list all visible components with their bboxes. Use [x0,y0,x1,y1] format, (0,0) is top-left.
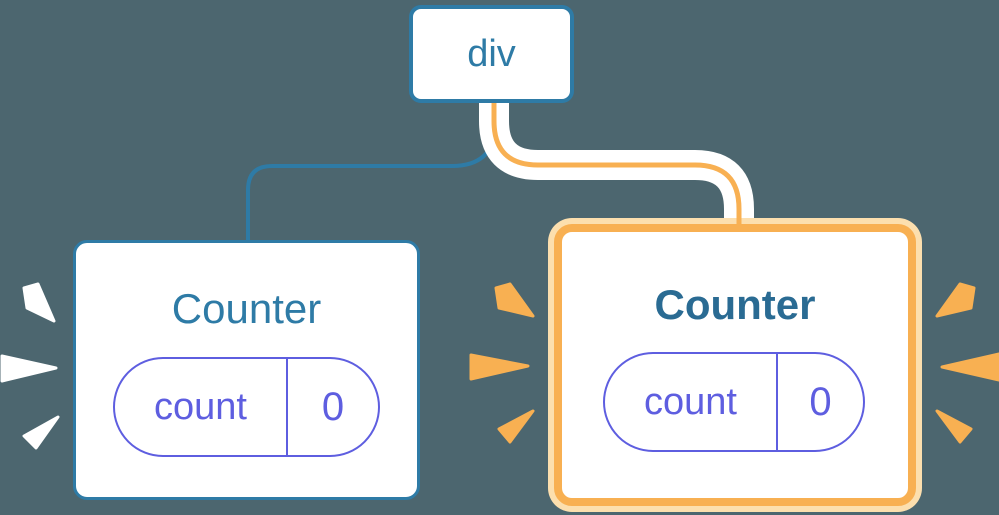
sparkle-burst-right-card-right [935,282,999,444]
sparkle-icon [22,415,60,450]
counter-left-state-pill: count 0 [113,357,380,457]
counter-card-right-highlighted: Counter count 0 [554,224,916,506]
counter-card-left: Counter count 0 [73,240,420,500]
counter-right-state-value: 0 [809,379,832,424]
root-node-div: div [409,5,574,103]
edge-div-to-right-counter [491,103,742,232]
sparkle-icon [0,354,58,383]
edge-div-to-left-counter [246,102,498,243]
sparkle-icon [22,282,56,323]
sparkle-icon [494,282,535,318]
root-node-label: div [467,32,516,75]
counter-right-state-key: count [605,354,778,450]
sparkle-icon [935,282,976,318]
sparkle-icon [469,353,530,381]
sparkle-icon [497,409,535,444]
sparkle-burst-left-card [0,282,60,450]
counter-left-title: Counter [171,285,322,332]
sparkle-icon [940,352,999,382]
counter-right-title: Counter [654,281,816,328]
counter-right-state-pill: count 0 [603,352,865,452]
sparkle-burst-right-card-left [469,282,535,444]
edge-div-to-right-counter-halo [479,103,754,218]
sparkle-icon [935,409,973,444]
counter-left-state-key: count [115,359,288,455]
counter-left-state-value: 0 [321,384,345,429]
